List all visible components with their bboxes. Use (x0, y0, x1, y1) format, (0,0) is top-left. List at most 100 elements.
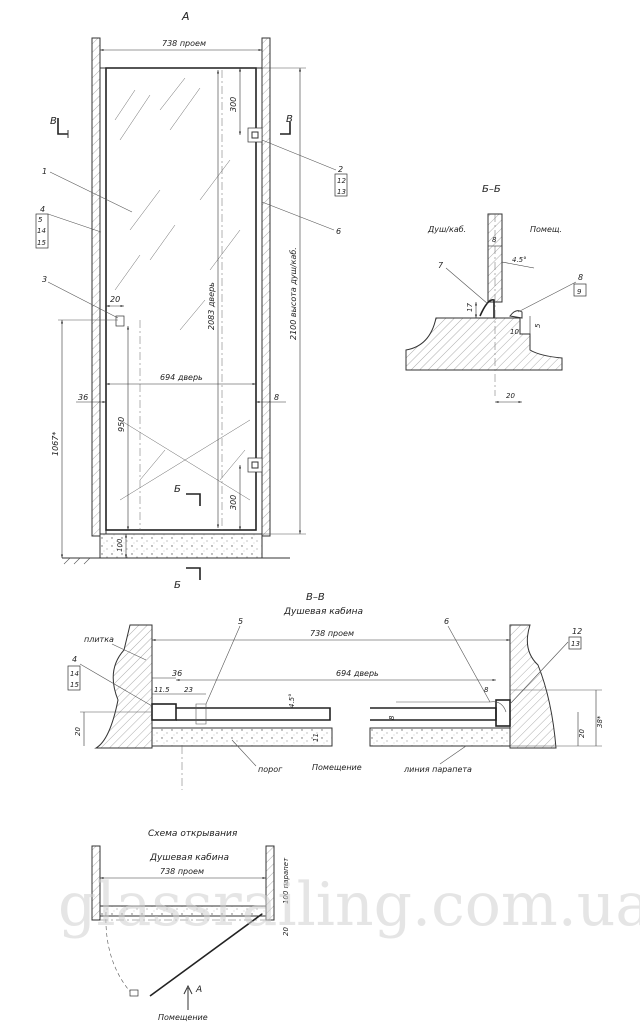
dim-bottom-hinge: 300 (229, 495, 238, 510)
dim-door-height: 2083 дверь (207, 282, 216, 330)
section-label-b-top: Б (174, 484, 181, 495)
section-vv-callout-6: 6 (444, 617, 449, 626)
dim-opening: 738 проем (162, 39, 206, 48)
section-vv-d11-5: 11.5 (154, 686, 170, 694)
section-vv-left-profile (151, 703, 177, 721)
left-wall (91, 37, 101, 537)
section-vv-subtitle: Душевая кабина (283, 607, 363, 617)
watermark: glassrailing.com.ua (58, 870, 640, 940)
callout-6: 6 (336, 227, 341, 236)
scheme-opening: 738 проем (160, 867, 204, 876)
section-label-v-right: В (286, 114, 293, 125)
scheme-left-wall (91, 845, 101, 921)
dim-cabin-height: 2100 высота душ/каб. (289, 247, 298, 340)
scheme-floor (99, 905, 267, 917)
section-vv-callout-14: 14 (70, 670, 79, 678)
callout-12: 12 (337, 177, 346, 185)
section-vv-left-glass (176, 707, 331, 721)
callout-13: 13 (337, 188, 346, 196)
section-vv-opening: 738 проем (310, 629, 354, 638)
section-vv-room-label: Помещение (312, 763, 362, 772)
section-vv-callout-15: 15 (70, 681, 79, 689)
section-vv-angle: 4.5° (288, 693, 296, 708)
opening-scheme-title: Схема открывания (148, 829, 238, 839)
section-bb-right-label: Помещ. (530, 225, 562, 234)
section-vv-callout-5: 5 (238, 617, 243, 626)
opening-scheme-subtitle: Душевая кабина (149, 853, 229, 863)
scheme-parapet: 100 парапет (282, 857, 290, 904)
section-vv-d36: 36 (172, 669, 182, 678)
section-bb: Б–Б Душ/каб. Помещ. 8 4.5° 17 5 10 20 7 … (405, 184, 587, 404)
right-wall (261, 37, 271, 537)
glass-reflections (114, 77, 251, 501)
callout-2: 2 (338, 165, 343, 174)
section-bb-left-label: Душ/каб. (427, 225, 466, 234)
dim-threshold: 100 (116, 538, 124, 552)
section-bb-dim-gap: 5 (534, 323, 542, 328)
dim-right-gap: 8 (274, 393, 279, 402)
dim-door-width: 694 дверь (160, 373, 203, 382)
callout-1: 1 (42, 167, 47, 176)
section-vv-d20-left: 20 (74, 727, 82, 736)
scheme-mark-arrow (183, 984, 193, 1010)
dim-floor-height: 1067* (51, 432, 60, 456)
scheme-room-label: Помещение (158, 1013, 208, 1022)
top-hinge-inner (251, 131, 259, 139)
section-vv-tile-label: плитка (84, 635, 114, 644)
scheme-right-wall (265, 845, 275, 921)
front-view: А (35, 10, 348, 591)
section-label-b-bottom: Б (174, 580, 181, 591)
section-bb-seal (479, 299, 495, 318)
door-glass (105, 67, 257, 531)
section-vv-right-wall (509, 624, 557, 749)
scheme-swing-arc (105, 911, 135, 997)
callout-14: 14 (37, 227, 46, 235)
section-bb-title: Б–Б (482, 184, 501, 195)
section-vv-threshold-label: порог (258, 765, 283, 774)
callout-5: 5 (38, 216, 43, 224)
section-vv-door: 694 дверь (336, 669, 379, 678)
section-vv-title: В–В (306, 592, 325, 603)
section-bb-floor (405, 317, 563, 371)
section-vv-right-hinge (495, 699, 511, 727)
bottom-hinge-inner (251, 461, 259, 469)
section-vv-left-wall (94, 624, 153, 749)
dim-handle-height: 950 (117, 417, 126, 432)
section-vv-parapet-label: линия парапета (403, 765, 472, 774)
scheme-mark: А (195, 985, 202, 995)
dim-handle-offset: 20 (110, 295, 120, 304)
section-bb-dim-width: 20 (506, 392, 515, 400)
top-hinge (247, 127, 263, 143)
section-mark-v-right (280, 122, 291, 135)
scheme-door-open (149, 913, 263, 997)
section-vv-door-arc (396, 701, 507, 713)
section-vv-d38: 38* (596, 715, 604, 728)
dim-top-hinge: 300 (229, 97, 238, 112)
wall-profile (99, 67, 107, 535)
opening-scheme: Схема открывания Душевая кабина 738 прое… (91, 829, 290, 1022)
section-bb-dim-h: 17 (466, 303, 474, 312)
section-vv-callout-4: 4 (72, 655, 77, 664)
section-vv-d23: 23 (184, 686, 193, 694)
front-view-title: А (181, 10, 190, 23)
section-vv: В–В Душевая кабина 738 проем 694 дверь 3… (67, 592, 604, 790)
section-vv-floor-right (369, 727, 511, 747)
scheme-d20: 20 (282, 927, 290, 936)
section-mark-b-bottom (186, 567, 201, 580)
section-vv-d8b: 8 (388, 715, 396, 720)
section-vv-floor-left (151, 727, 333, 747)
section-vv-d20-right: 20 (578, 729, 586, 738)
floor-hatch-left (63, 557, 91, 565)
section-mark-v-left (57, 118, 68, 135)
section-bb-callout-9: 9 (577, 288, 582, 296)
callout-4: 4 (40, 205, 45, 214)
section-vv-callout-13: 13 (571, 640, 580, 648)
section-vv-d8a: 8 (484, 686, 489, 694)
dim-left-gap: 36 (78, 393, 88, 402)
bottom-hinge (247, 457, 263, 473)
section-bb-dim-top: 8 (492, 236, 497, 244)
section-bb-angle: 4.5° (512, 256, 527, 264)
section-bb-seal-lip (509, 310, 523, 319)
callout-3: 3 (42, 275, 47, 284)
